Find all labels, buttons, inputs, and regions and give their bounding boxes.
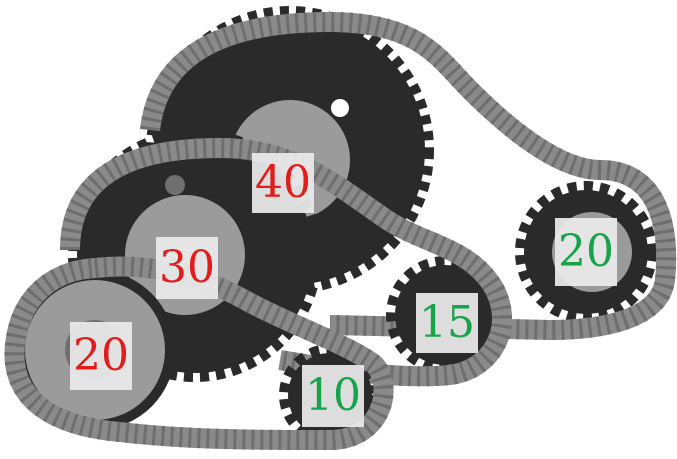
label-front-gear-text: 20 xyxy=(73,330,129,381)
label-rear-large-gear: 40 xyxy=(252,153,314,213)
label-middle-small-gear: 15 xyxy=(416,293,478,353)
right-small-gear-teeth xyxy=(515,181,657,323)
rear-chain-links xyxy=(140,12,677,340)
label-right-small-gear-text: 20 xyxy=(558,226,614,277)
middle-gear-teeth xyxy=(68,128,322,382)
label-rear-large-gear-text: 40 xyxy=(255,157,311,208)
front-chain-links xyxy=(4,256,394,450)
label-front-small-gear-text: 10 xyxy=(305,370,361,421)
label-front-small-gear: 10 xyxy=(302,365,364,427)
label-middle-gear: 30 xyxy=(156,237,218,299)
label-right-small-gear: 20 xyxy=(555,218,617,286)
label-middle-small-gear-text: 15 xyxy=(419,297,475,348)
label-middle-gear-text: 30 xyxy=(159,242,215,293)
label-front-gear: 20 xyxy=(70,322,132,390)
rear-gear-hole xyxy=(331,99,349,117)
middle-gear-bolt xyxy=(165,175,185,195)
middle-chain-links xyxy=(60,138,513,387)
